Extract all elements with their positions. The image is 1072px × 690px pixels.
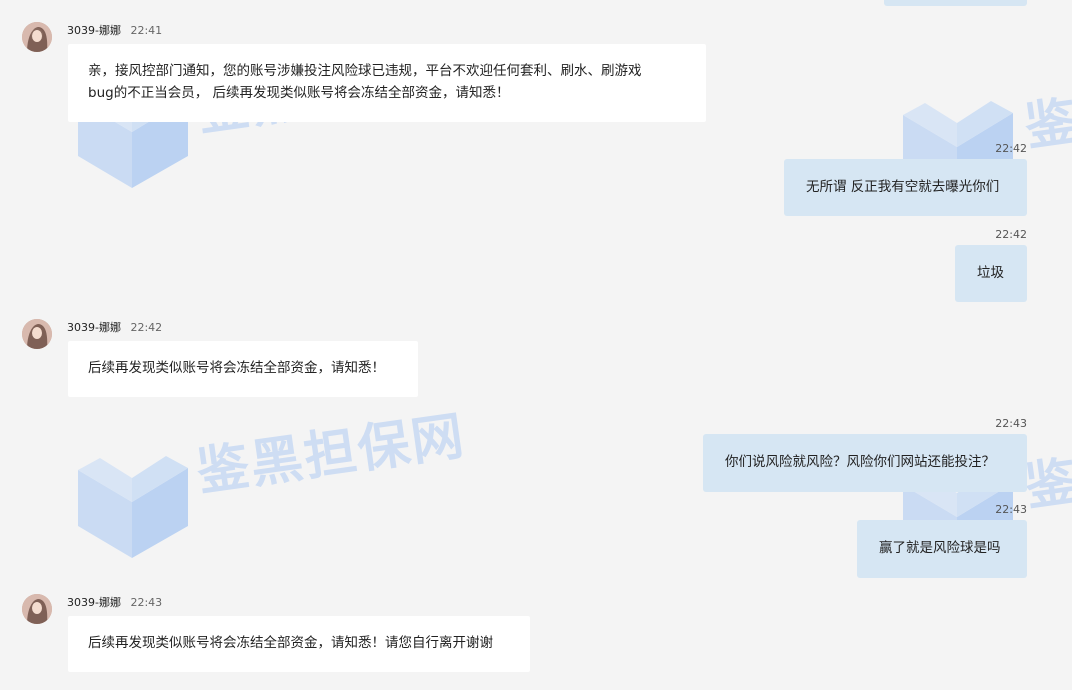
message-meta: 3039-娜娜 22:43	[67, 596, 162, 610]
message-text: 后续再发现类似账号将会冻结全部资金，请知悉！请您自行离开谢谢	[88, 635, 493, 651]
outgoing-message-bubble: 垃圾	[955, 245, 1027, 302]
watermark-text: 鉴黑担保网	[193, 406, 470, 504]
message-meta: 3039-娜娜 22:41	[67, 24, 162, 38]
message-text: 后续再发现类似账号将会冻结全部资金，请知悉！	[88, 360, 385, 376]
watermark: 鉴黑担保网	[70, 406, 490, 570]
message-time: 22:41	[130, 24, 163, 37]
shield-v-logo-icon	[78, 456, 188, 558]
watermark-text: 鉴黑担保网	[1021, 85, 1072, 159]
message-meta: 3039-娜娜 22:42	[67, 321, 162, 335]
message-text: 垃圾	[977, 265, 1004, 281]
sender-name: 3039-娜娜	[67, 24, 121, 37]
avatar[interactable]	[22, 594, 52, 624]
message-text: 无所谓 反正我有空就去曝光你们	[806, 179, 1000, 195]
outgoing-message-bubble: 你们说风险就风险？风险你们网站还能投注？	[703, 434, 1027, 492]
message-time: 22:43	[995, 503, 1027, 516]
message-time: 22:43	[995, 417, 1027, 430]
avatar[interactable]	[22, 319, 52, 349]
message-time: 22:42	[995, 228, 1027, 241]
message-time: 22:42	[130, 321, 163, 334]
incoming-message-bubble: 后续再发现类似账号将会冻结全部资金，请知悉！请您自行离开谢谢	[68, 616, 530, 672]
watermark-text: 鉴黑担保网	[1021, 445, 1072, 519]
outgoing-message-bubble: 无所谓 反正我有空就去曝光你们	[784, 159, 1027, 216]
incoming-message-bubble: 后续再发现类似账号将会冻结全部资金，请知悉！	[68, 341, 418, 397]
incoming-message-bubble: 亲，接风控部门通知，您的账号涉嫌投注风险球已违规，平台不欢迎任何套利、刷水、刷游…	[68, 44, 706, 122]
message-text: 赢了就是风险球是吗	[879, 540, 1001, 556]
sender-name: 3039-娜娜	[67, 596, 121, 609]
message-time: 22:43	[130, 596, 163, 609]
message-text-line: 亲，接风控部门通知，您的账号涉嫌投注风险球已违规，平台不欢迎任何套利、刷水、刷游…	[88, 63, 642, 79]
outgoing-message-bubble: 赢了就是风险球是吗	[857, 520, 1027, 578]
previous-message-bubble	[884, 0, 1027, 6]
message-text-line: bug的不正当会员， 后续再发现类似账号将会冻结全部资金，请知悉！	[88, 85, 510, 101]
message-text: 你们说风险就风险？风险你们网站还能投注？	[725, 454, 995, 470]
sender-name: 3039-娜娜	[67, 321, 121, 334]
message-time: 22:42	[995, 142, 1027, 155]
avatar[interactable]	[22, 22, 52, 52]
